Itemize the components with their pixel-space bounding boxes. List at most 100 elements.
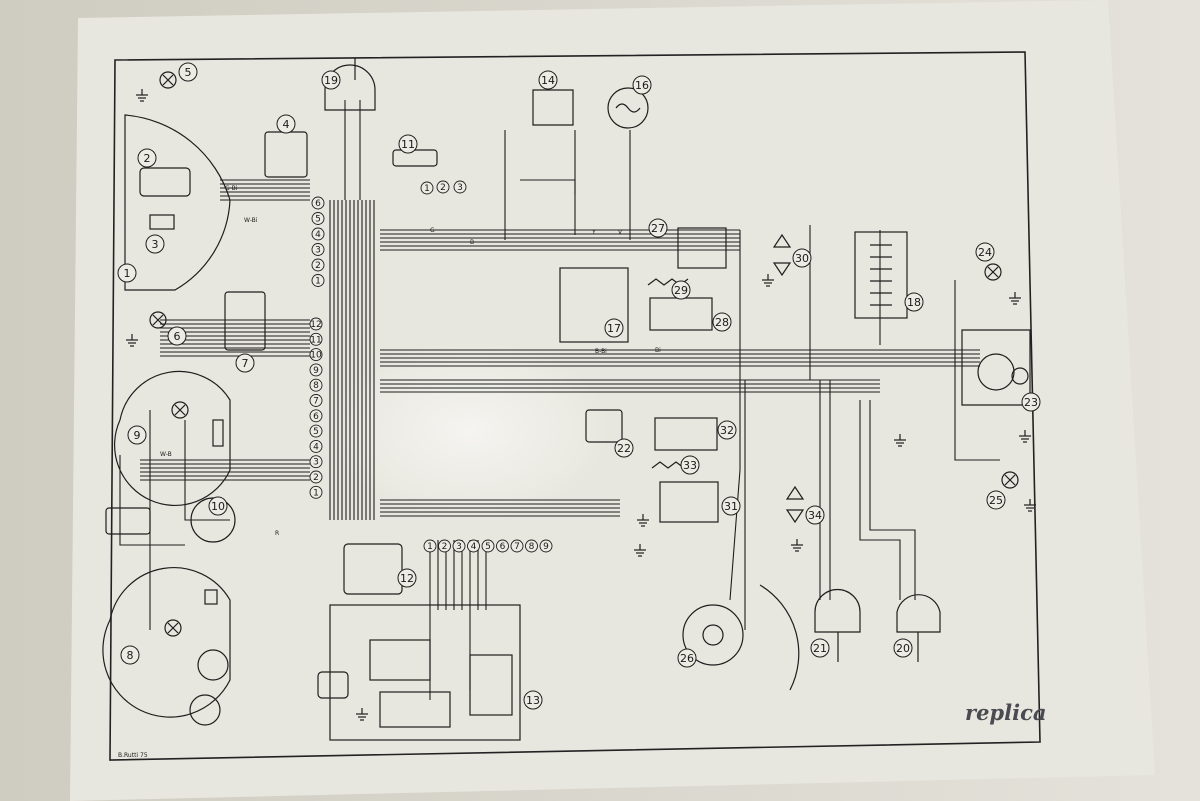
callout-circle [680, 455, 700, 475]
callout-33: 33 [680, 455, 700, 475]
pin-label: 1 [424, 184, 430, 194]
callout-label: 25 [989, 494, 1003, 507]
pin-circle [309, 439, 323, 453]
callout-30: 30 [792, 248, 812, 268]
callout-label: 2 [144, 152, 151, 165]
callout-label: 23 [1024, 396, 1038, 409]
callout-24: 24 [975, 242, 995, 262]
callout-26: 26 [677, 648, 697, 668]
horn-20-icon [896, 594, 941, 633]
callout-29: 29 [671, 280, 691, 300]
tail-bulb [977, 353, 1015, 391]
callout-circle [120, 645, 140, 665]
ground-icon [356, 708, 368, 721]
callout-circle [167, 326, 187, 346]
pin-circle [510, 539, 524, 553]
pin-label: 3 [313, 458, 319, 468]
wire-code-label: G [430, 227, 435, 234]
upper-connector-pin-2: 2 [311, 258, 325, 272]
callout-circle [904, 292, 924, 312]
pin-label: 6 [315, 199, 321, 209]
connector-12-pin-1: 1 [423, 539, 437, 553]
callout-circle [810, 638, 830, 658]
callout-21: 21 [810, 638, 830, 658]
callout-label: 28 [715, 316, 729, 329]
connector-11-pin-2: 2 [436, 180, 450, 194]
callout-label: 13 [526, 694, 540, 707]
lamp-24-icon [984, 263, 1002, 281]
pin-circle [436, 180, 450, 194]
lamp-5-icon [159, 71, 177, 89]
callout-circle [604, 318, 624, 338]
lower-connector-pin-3: 3 [309, 455, 323, 469]
upper-connector-pin-6: 6 [311, 196, 325, 210]
instrument-9 [113, 370, 231, 507]
ground-icon [762, 274, 774, 287]
parking-bulb [149, 214, 175, 230]
inset-switch [189, 694, 221, 726]
coil-32 [654, 417, 718, 451]
ground-icon [637, 514, 649, 527]
pin-label: 11 [310, 335, 321, 345]
callout-label: 19 [324, 74, 338, 87]
lower-connector-pin-5: 5 [309, 424, 323, 438]
callout-label: 7 [242, 357, 249, 370]
pin-circle [525, 539, 538, 553]
callout-label: 14 [541, 74, 555, 87]
upper-connector-pin-1: 1 [311, 274, 325, 287]
pin-label: 8 [529, 542, 535, 552]
pin-circle [309, 378, 323, 392]
connector-block [105, 507, 151, 535]
relay-31 [659, 481, 719, 523]
callout-19: 19 [321, 70, 341, 90]
indicator-30-icon [772, 233, 792, 277]
sensor-14-icon [532, 89, 574, 126]
lower-connector-pin-10: 10 [309, 348, 323, 362]
lamp-bulb [149, 311, 167, 329]
pin-label: 4 [313, 442, 319, 452]
pin-circle [539, 539, 553, 553]
callout-8: 8 [120, 645, 140, 665]
callout-circle [712, 312, 732, 332]
callout-label: 16 [635, 79, 649, 92]
lamp-cross [174, 404, 186, 416]
callout-18: 18 [904, 292, 924, 312]
callout-circle [792, 248, 812, 268]
callout-label: 1 [124, 267, 131, 280]
pin-label: 2 [315, 261, 321, 271]
lamp-cross [152, 314, 164, 326]
pin-circle [467, 539, 480, 553]
pin-circle [481, 539, 495, 553]
pin-label: 7 [313, 397, 319, 407]
lamp-cross [987, 266, 999, 278]
wire [859, 400, 901, 600]
ground-icon [791, 539, 803, 552]
callout-label: 12 [400, 572, 414, 585]
lower-connector-pin-6: 6 [309, 409, 323, 423]
lower-connector-pin-8: 8 [309, 378, 323, 392]
callout-label: 31 [724, 500, 738, 513]
lamp-bulb [984, 263, 1002, 281]
ground-icon [1024, 499, 1036, 512]
paper-sheet [70, 0, 1155, 801]
wire [184, 420, 230, 521]
pin-circle [453, 180, 467, 194]
pin-label: 10 [310, 351, 322, 361]
connector-12-pin-9: 9 [539, 539, 553, 553]
lamp-bulb [164, 619, 182, 637]
pickup-rotor [702, 624, 724, 646]
callout-11: 11 [398, 134, 418, 154]
callout-2: 2 [137, 148, 157, 168]
indicator-34-icon [785, 485, 805, 524]
credit-text: B.Rutti 75 [118, 752, 148, 759]
pin-label: 1 [313, 488, 319, 498]
pin-circle [311, 212, 325, 225]
connector-11-pin-1: 1 [420, 181, 434, 195]
instrument-8 [102, 567, 231, 718]
callout-22: 22 [614, 438, 634, 458]
connector-12-pin-7: 7 [510, 539, 524, 553]
callout-circle [614, 438, 634, 458]
pin-label: 3 [315, 246, 321, 256]
battery-18-icon [854, 231, 908, 319]
callout-17: 17 [604, 318, 624, 338]
